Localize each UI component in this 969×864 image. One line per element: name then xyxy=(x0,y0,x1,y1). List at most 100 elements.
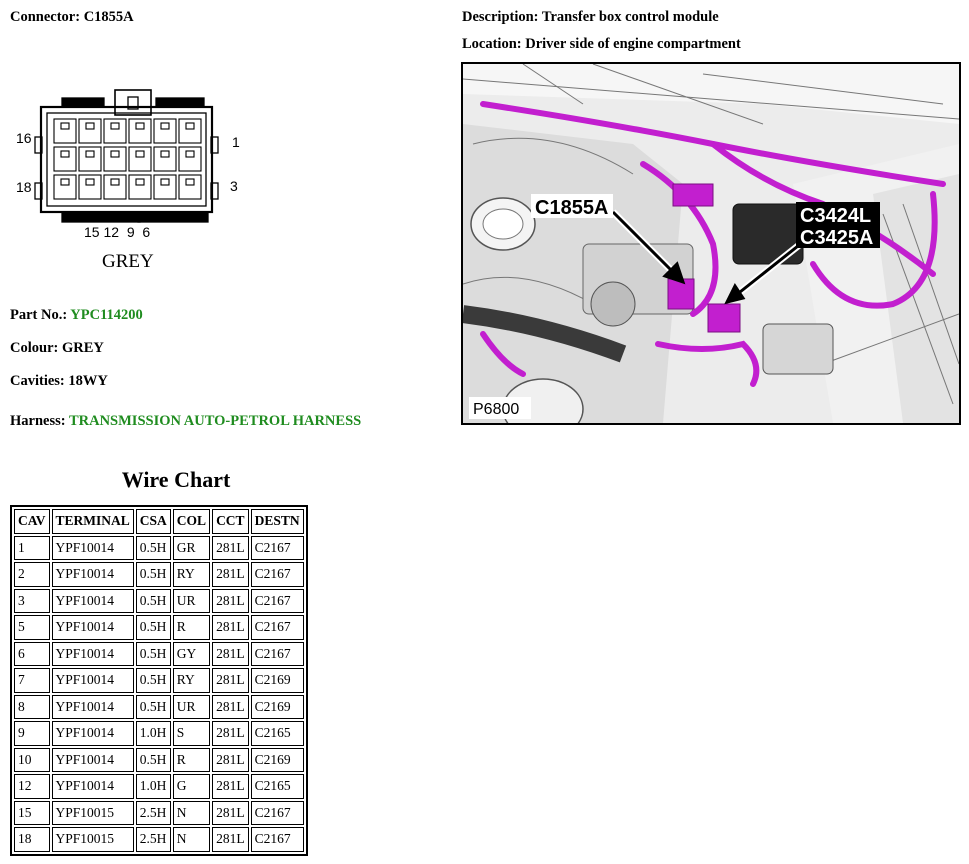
connector-title: Connector: C1855A xyxy=(10,9,134,25)
column-header-csa: CSA xyxy=(135,509,171,534)
table-cell: C2167 xyxy=(250,641,304,666)
description-text: Description: Transfer box control module xyxy=(462,9,719,25)
table-cell: S xyxy=(172,721,211,746)
table-cell: 2 xyxy=(14,562,50,587)
cavity xyxy=(153,174,177,200)
cavity xyxy=(153,146,177,172)
cavity xyxy=(53,118,77,144)
table-cell: 0.5H xyxy=(135,747,171,772)
table-cell: 8 xyxy=(14,694,50,719)
harness-link[interactable]: TRANSMISSION AUTO-PETROL HARNESS xyxy=(68,413,362,429)
cavity-latch xyxy=(85,122,95,130)
table-cell: R xyxy=(172,747,211,772)
table-cell: 281L xyxy=(212,641,249,666)
table-cell: C2167 xyxy=(250,827,304,852)
cavity-latch xyxy=(185,178,195,186)
table-cell: R xyxy=(172,615,211,640)
column-header-terminal: TERMINAL xyxy=(51,509,134,534)
callout-c3424l: C3424L xyxy=(800,205,871,227)
table-cell: 0.5H xyxy=(135,641,171,666)
table-cell: C2167 xyxy=(250,615,304,640)
cavity-latch xyxy=(160,150,170,158)
cavity-latch xyxy=(185,150,195,158)
harness-label: Harness: xyxy=(10,413,66,429)
table-cell: 0.5H xyxy=(135,668,171,693)
table-cell: 0.5H xyxy=(135,588,171,613)
table-cell: UR xyxy=(172,588,211,613)
column-header-cct: CCT xyxy=(212,509,249,534)
table-cell: YPF10014 xyxy=(51,774,134,799)
table-cell: GR xyxy=(172,535,211,560)
cavity xyxy=(53,146,77,172)
table-cell: 0.5H xyxy=(135,562,171,587)
table-cell: G xyxy=(172,774,211,799)
callout-c3425a: C3425A xyxy=(800,227,873,249)
table-cell: 10 xyxy=(14,747,50,772)
table-cell: YPF10015 xyxy=(51,800,134,825)
pin-number-18: 18 xyxy=(16,179,32,195)
table-cell: 281L xyxy=(212,535,249,560)
cavity xyxy=(128,118,152,144)
cavity-latch xyxy=(110,122,120,130)
table-cell: C2169 xyxy=(250,668,304,693)
table-cell: YPF10014 xyxy=(51,535,134,560)
cavity-latch xyxy=(160,178,170,186)
cavity xyxy=(103,146,127,172)
cavity xyxy=(78,146,102,172)
cavity-latch xyxy=(160,122,170,130)
part-no-link[interactable]: YPC114200 xyxy=(70,307,143,323)
table-cell: YPF10014 xyxy=(51,641,134,666)
connector-colour-text: GREY xyxy=(102,251,154,272)
table-cell: 0.5H xyxy=(135,535,171,560)
table-cell: C2169 xyxy=(250,694,304,719)
column-header-col: COL xyxy=(172,509,211,534)
cavity-latch xyxy=(60,122,70,130)
table-cell: 6 xyxy=(14,641,50,666)
cavity xyxy=(153,118,177,144)
cavity-latch xyxy=(110,150,120,158)
table-cell: 2.5H xyxy=(135,800,171,825)
column-header-destn: DESTN xyxy=(250,509,304,534)
table-cell: 12 xyxy=(14,774,50,799)
table-cell: C2167 xyxy=(250,535,304,560)
cavity xyxy=(103,174,127,200)
table-cell: YPF10014 xyxy=(51,588,134,613)
cavity xyxy=(53,174,77,200)
cavity xyxy=(178,118,202,144)
table-cell: 281L xyxy=(212,694,249,719)
table-cell: UR xyxy=(172,694,211,719)
table-cell: YPF10014 xyxy=(51,721,134,746)
table-cell: YPF10014 xyxy=(51,668,134,693)
table-cell: 15 xyxy=(14,800,50,825)
cavity-latch xyxy=(135,150,145,158)
table-cell: YPF10014 xyxy=(51,562,134,587)
table-cell: N xyxy=(172,827,211,852)
callout-c1855a: C1855A xyxy=(535,197,608,219)
table-cell: 18 xyxy=(14,827,50,852)
part-no-label: Part No.: xyxy=(10,307,68,323)
table-cell: C2169 xyxy=(250,747,304,772)
cavity-latch xyxy=(110,178,120,186)
wire-chart-title: Wire Chart xyxy=(121,467,231,492)
table-cell: GY xyxy=(172,641,211,666)
table-cell: 3 xyxy=(14,588,50,613)
colour-text: Colour: GREY xyxy=(10,340,104,356)
table-cell: YPF10015 xyxy=(51,827,134,852)
table-cell: N xyxy=(172,800,211,825)
table-cell: 281L xyxy=(212,615,249,640)
table-cell: RY xyxy=(172,562,211,587)
table-cell: YPF10014 xyxy=(51,615,134,640)
table-cell: 281L xyxy=(212,774,249,799)
cavity-latch xyxy=(85,178,95,186)
table-cell: 281L xyxy=(212,800,249,825)
